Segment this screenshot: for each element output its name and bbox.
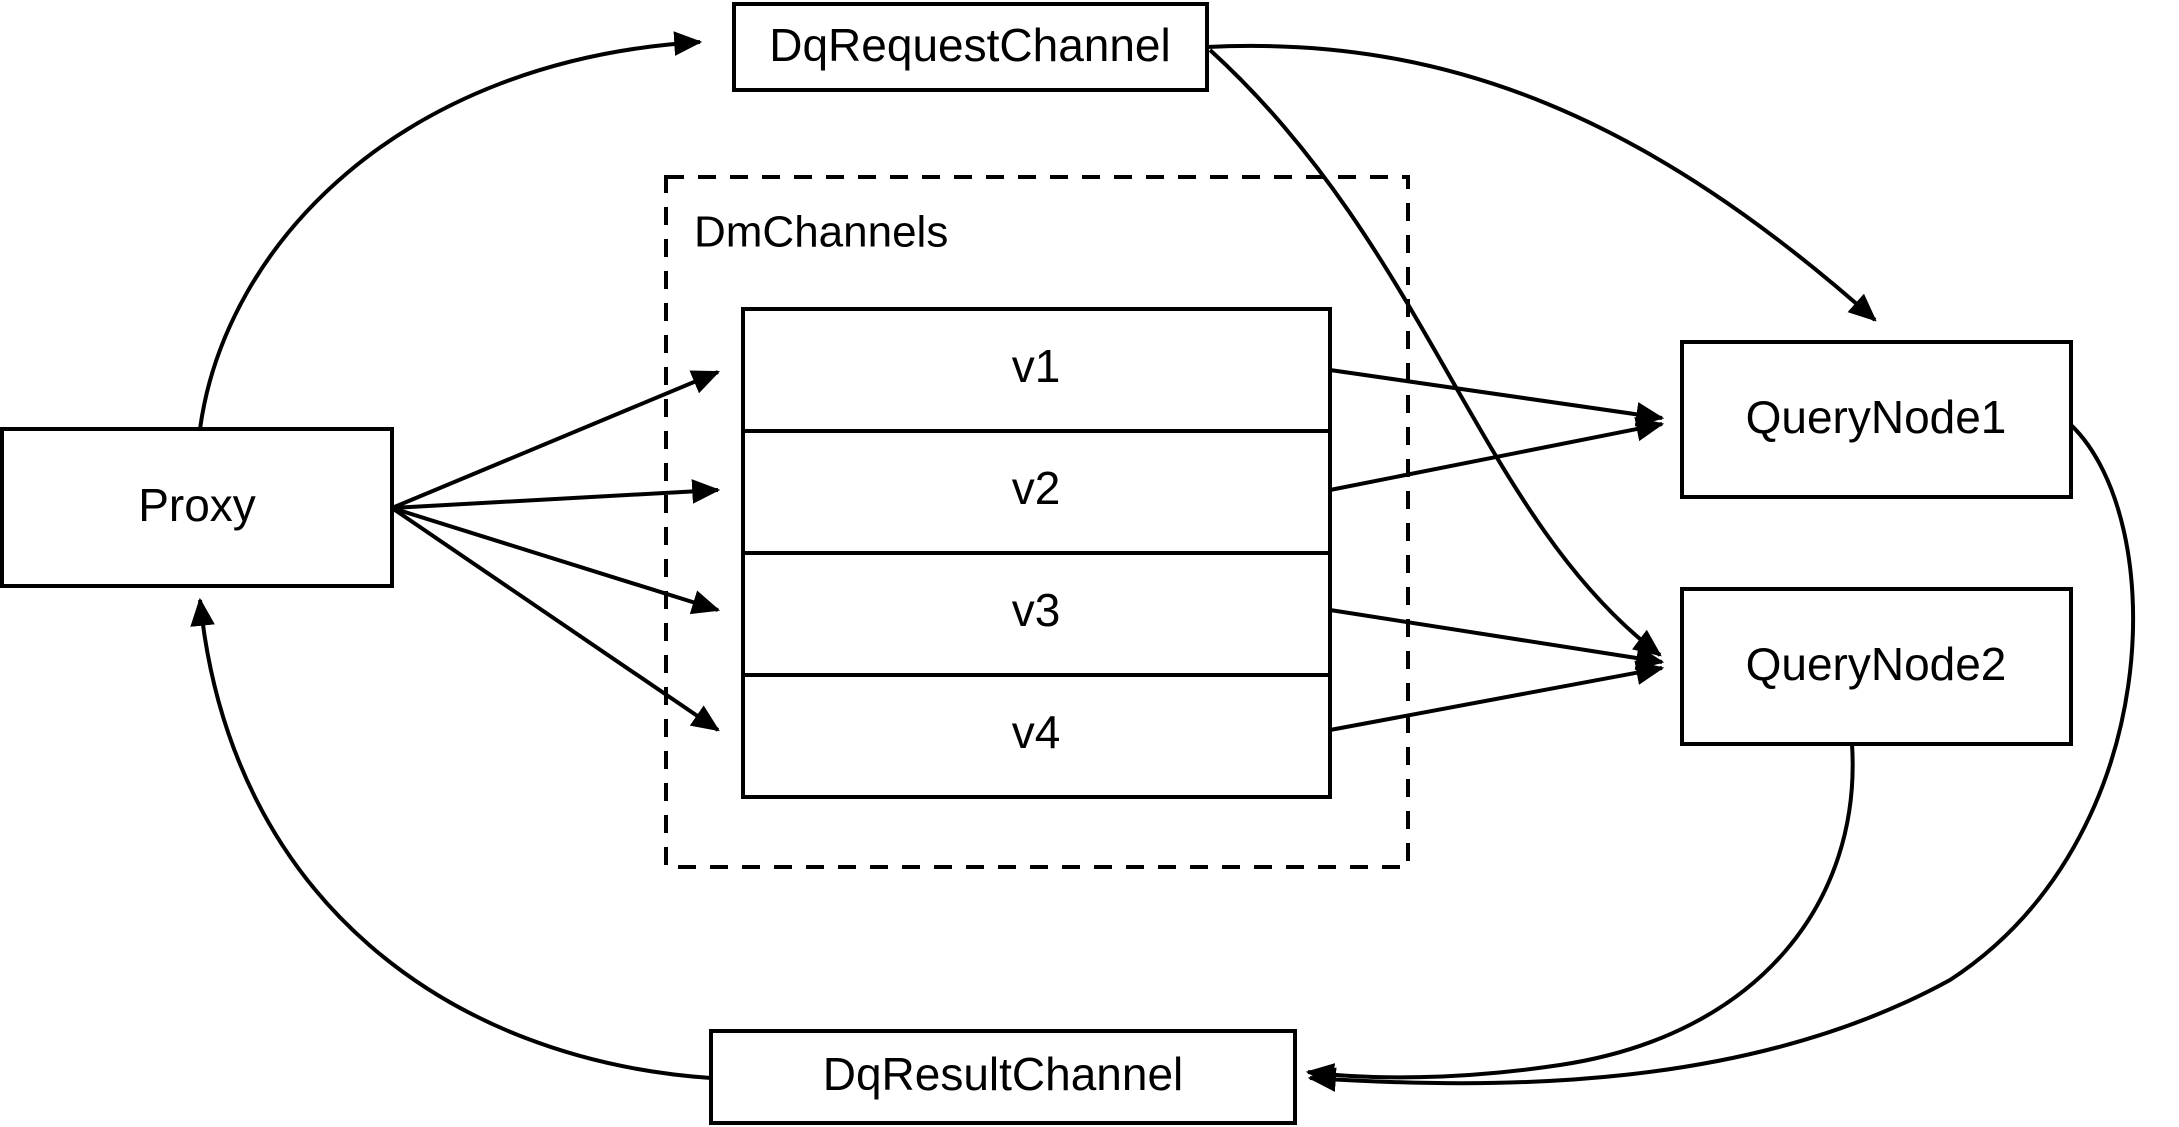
edge-querynode1-to-dqresultchannel [1307,423,2136,1092]
edge-proxy-to-v1 [391,370,721,510]
node-proxy-label: Proxy [138,479,256,531]
channel-label-v2: v2 [1012,462,1061,514]
edge-proxy-to-v3 [391,506,721,615]
node-dqrequestchannel-label: DqRequestChannel [769,19,1171,71]
edge-dqresultchannel-to-proxy [190,597,712,1080]
node-dqresultchannel[interactable] [709,1029,1297,1125]
node-proxy[interactable] [0,427,394,588]
edge-dqrequestchannel-to-querynode2 [1208,48,1662,657]
edge-v4-to-querynode2 [1329,660,1665,732]
dmchannels-group [664,175,1410,869]
channel-label-v3: v3 [1012,584,1061,636]
channel-label-v1: v1 [1012,340,1061,392]
edge-v1-to-querynode1 [1329,368,1665,427]
edge-querynode2-to-dqresultchannel [1305,743,1855,1088]
edge-proxy-to-v4 [390,506,720,732]
edge-v2-to-querynode1 [1329,416,1665,492]
node-querynode1[interactable] [1680,340,2073,499]
node-querynode2-label: QueryNode2 [1746,638,2007,690]
node-querynode2[interactable] [1680,587,2073,746]
node-querynode1-label: QueryNode1 [1746,391,2007,443]
edge-proxy-to-v2 [391,479,721,510]
node-dqrequestchannel[interactable] [732,2,1209,92]
dmchannels-group-label: DmChannels [694,208,948,257]
edge-dqrequestchannel-to-querynode1 [1206,43,1877,322]
edge-proxy-to-dqrequestchannel [198,31,703,430]
node-dqresultchannel-label: DqResultChannel [823,1048,1184,1100]
edge-v3-to-querynode2 [1329,608,1665,671]
channel-label-v4: v4 [1012,706,1061,758]
